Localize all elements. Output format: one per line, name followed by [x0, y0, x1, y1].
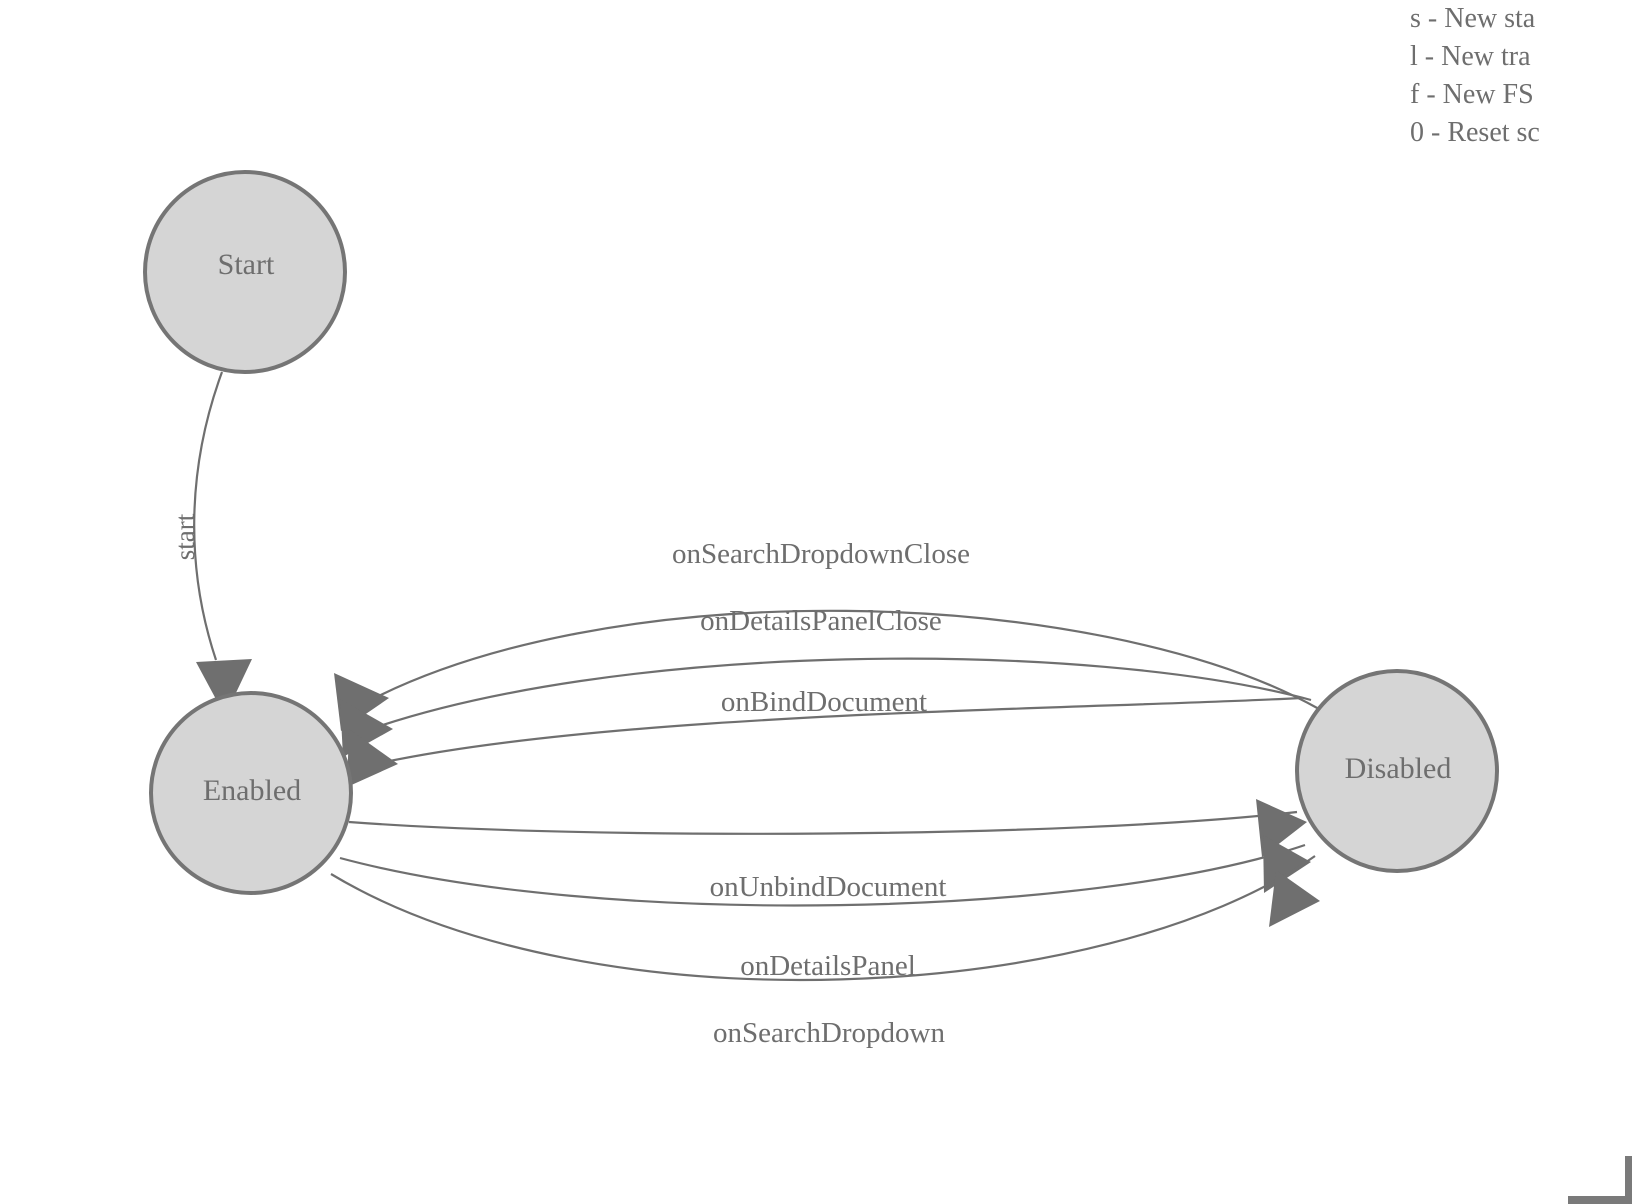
- edge-label-on-unbind-document: onUnbindDocument: [710, 871, 947, 903]
- edge-on-details-panel[interactable]: onDetailsPanel: [339, 835, 1311, 982]
- edge-arrowhead-start: [196, 659, 252, 716]
- edge-on-search-dropdown[interactable]: onSearchDropdown: [330, 855, 1320, 1049]
- node-enabled-circle[interactable]: [149, 691, 353, 895]
- node-start-circle[interactable]: [143, 170, 347, 374]
- edge-label-on-search-dropdown-close: onSearchDropdownClose: [672, 538, 970, 570]
- edge-arrowhead-on-search-dropdown: [1269, 870, 1320, 927]
- edge-on-search-dropdown-close[interactable]: onSearchDropdownClose: [334, 538, 1320, 731]
- scrollbar-corner[interactable]: [1480, 1130, 1632, 1204]
- edge-path-on-search-dropdown[interactable]: [330, 855, 1316, 981]
- edge-label-on-search-dropdown: onSearchDropdown: [713, 1017, 945, 1049]
- edge-on-bind-document[interactable]: onBindDocument: [347, 686, 1302, 787]
- node-start-label: Start: [218, 248, 275, 281]
- edge-path-on-details-panel[interactable]: [339, 843, 1306, 907]
- horizontal-scrollbar-thumb[interactable]: [1568, 1196, 1632, 1204]
- edge-path-on-bind-document[interactable]: [357, 696, 1302, 770]
- edge-label-start: start: [170, 513, 200, 560]
- edge-label-on-bind-document: onBindDocument: [721, 686, 927, 718]
- edge-path-start[interactable]: [193, 371, 224, 661]
- edge-path-on-unbind-document[interactable]: [348, 810, 1298, 835]
- edge-start[interactable]: start: [170, 371, 252, 716]
- node-enabled[interactable]: Enabled: [149, 691, 353, 895]
- edge-arrowhead-on-bind-document: [347, 729, 398, 787]
- node-disabled-circle[interactable]: [1295, 669, 1499, 873]
- node-disabled[interactable]: Disabled: [1295, 669, 1499, 873]
- node-start[interactable]: Start: [143, 170, 347, 374]
- node-disabled-label: Disabled: [1345, 752, 1452, 785]
- node-enabled-label: Enabled: [203, 774, 301, 807]
- edge-label-on-details-panel-close: onDetailsPanelClose: [700, 605, 942, 637]
- vertical-scrollbar-thumb[interactable]: [1625, 1156, 1632, 1204]
- edge-on-details-panel-close[interactable]: onDetailsPanelClose: [340, 605, 1312, 757]
- edge-path-on-search-dropdown-close[interactable]: [351, 609, 1320, 711]
- edge-path-on-details-panel-close[interactable]: [353, 657, 1312, 737]
